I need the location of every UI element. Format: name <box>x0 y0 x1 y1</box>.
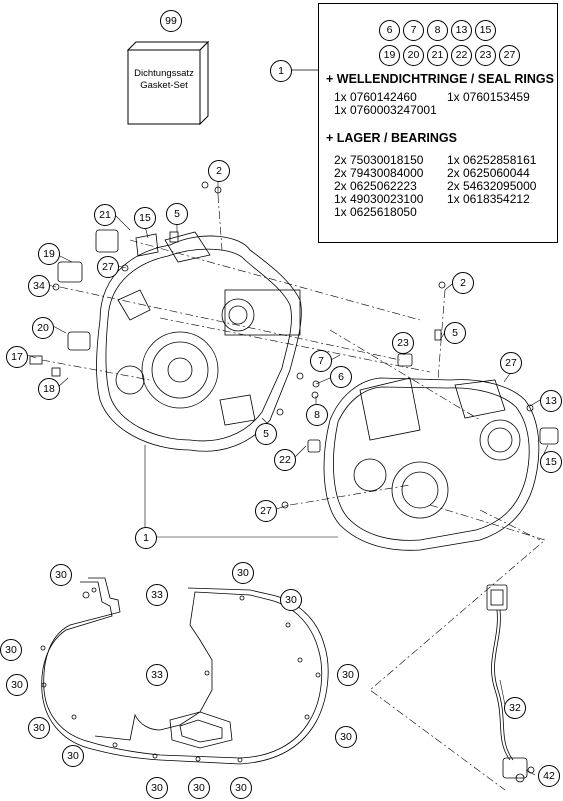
circled-row-1: 6 7 8 13 15 <box>379 20 496 41</box>
callout-30: 30 <box>6 674 28 696</box>
right-crankcase-half <box>323 377 540 551</box>
callout-8: 8 <box>306 404 328 426</box>
callout-1: 1 <box>135 527 157 549</box>
callout-30: 30 <box>232 562 254 584</box>
seal-ring-item: 1x 0760003247001 <box>334 103 437 117</box>
callout-30: 30 <box>62 745 84 767</box>
callout-23: 23 <box>392 332 414 354</box>
small-parts <box>29 181 559 509</box>
seal-rings-heading: + WELLENDICHTRINGE / SEAL RINGS <box>326 72 554 86</box>
left-crankcase-half <box>96 231 302 452</box>
bearing-item: 1x 0625618050 <box>334 205 417 219</box>
callout-27: 27 <box>500 352 522 374</box>
part-circle: 22 <box>451 45 472 66</box>
callout-30: 30 <box>0 639 22 661</box>
bearing-item: 1x 49030023100 <box>334 192 424 206</box>
callout-2: 2 <box>452 272 474 294</box>
callout-2: 2 <box>208 160 230 182</box>
callout-19: 19 <box>38 243 60 265</box>
bearings-heading: + LAGER / BEARINGS <box>326 131 457 145</box>
part-circle: 6 <box>379 20 400 41</box>
part-circle: 23 <box>475 45 496 66</box>
callout-42: 42 <box>538 765 560 787</box>
callout-32: 32 <box>504 697 526 719</box>
callout-5: 5 <box>255 423 277 445</box>
seal-ring-item: 1x 0760142460 <box>334 90 417 104</box>
callout-30: 30 <box>50 564 72 586</box>
callout-30: 30 <box>28 717 50 739</box>
gasket-set-line1: Dichtungssatz <box>134 68 194 79</box>
callout-34: 34 <box>28 275 50 297</box>
callout-22: 22 <box>274 449 296 471</box>
bearing-item: 2x 0625062223 <box>334 179 417 193</box>
kit-contents-box: 6 7 8 13 15 19 20 21 22 23 27 + WELLENDI… <box>318 3 558 243</box>
callout-27: 27 <box>97 256 119 278</box>
callout-17: 17 <box>6 346 28 368</box>
callout-15: 15 <box>134 207 156 229</box>
part-circle: 27 <box>499 45 520 66</box>
callout-30: 30 <box>337 664 359 686</box>
bearing-item: 1x 0618354212 <box>447 192 530 206</box>
bearing-item: 2x 79430084000 <box>334 166 424 180</box>
gasket-set-label: Dichtungssatz Gasket-Set <box>119 68 209 92</box>
callout-21: 21 <box>94 204 116 226</box>
callout-27: 27 <box>255 500 277 522</box>
part-circle: 20 <box>403 45 424 66</box>
callout-30: 30 <box>146 777 168 799</box>
callout-33: 33 <box>146 664 168 686</box>
part-circle: 21 <box>427 45 448 66</box>
assembly-axes <box>41 194 546 791</box>
callout-18: 18 <box>38 378 60 400</box>
callout-30: 30 <box>230 777 252 799</box>
callout-33: 33 <box>146 584 168 606</box>
callout-30: 30 <box>335 726 357 748</box>
part-circle: 7 <box>403 20 424 41</box>
bearing-item: 2x 0625060044 <box>447 166 530 180</box>
callout-30: 30 <box>280 589 302 611</box>
bearing-item: 2x 75030018150 <box>334 153 424 167</box>
callout-13: 13 <box>540 390 562 412</box>
sensor-cable <box>486 584 535 783</box>
callout-30: 30 <box>188 777 210 799</box>
gasket-set-box-icon <box>126 40 210 126</box>
callout-6: 6 <box>330 366 352 388</box>
seal-ring-item: 1x 0760153459 <box>447 90 530 104</box>
circled-row-2: 19 20 21 22 23 27 <box>379 45 520 66</box>
callout-15: 15 <box>540 451 562 473</box>
part-circle: 15 <box>475 20 496 41</box>
part-circle: 19 <box>379 45 400 66</box>
part-circle: 8 <box>427 20 448 41</box>
bearing-item: 1x 06252858161 <box>447 153 537 167</box>
part-circle: 13 <box>451 20 472 41</box>
callout-20: 20 <box>32 317 54 339</box>
callout-1-box: 1 <box>270 60 292 82</box>
gasket-set-line2: Gasket-Set <box>140 80 188 91</box>
crankcase-gasket <box>40 577 329 765</box>
callout-5: 5 <box>166 203 188 225</box>
callout-5: 5 <box>444 322 466 344</box>
callout-7: 7 <box>310 350 332 372</box>
callout-99: 99 <box>160 10 182 32</box>
bearing-item: 2x 54632095000 <box>447 179 537 193</box>
